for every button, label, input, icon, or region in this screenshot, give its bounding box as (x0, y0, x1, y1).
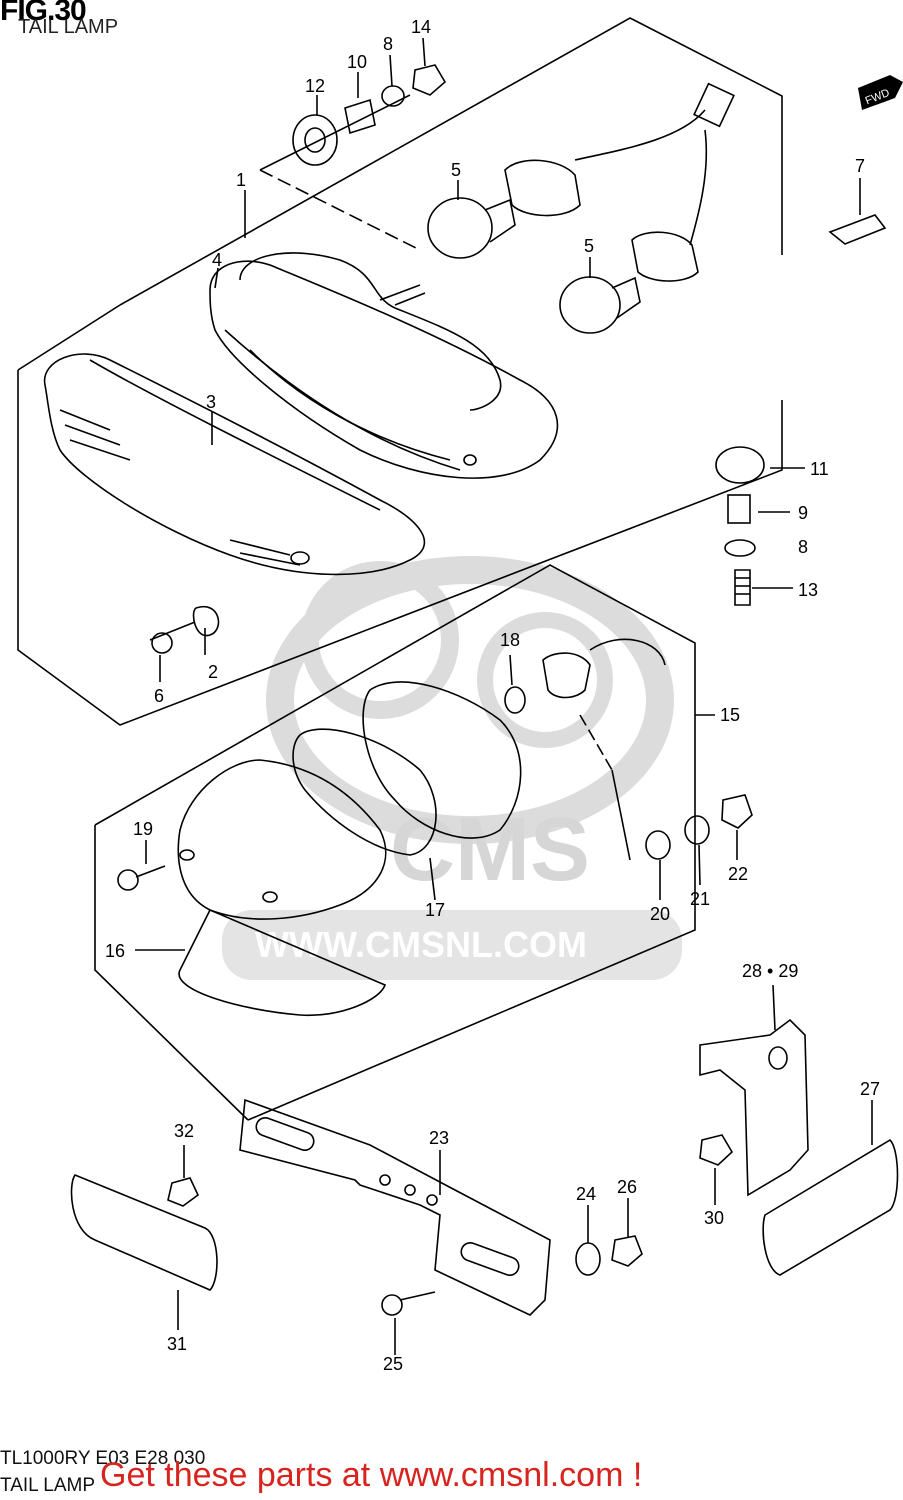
diagram-name: TAIL LAMP (0, 1475, 96, 1496)
callout-labels: 1 2 3 4 5 5 6 7 8 8 9 10 11 12 13 14 15 … (105, 17, 880, 1374)
fwd-arrow-badge: FWD (858, 75, 903, 110)
callout-8b: 8 (798, 537, 808, 557)
license-bracket (239, 1098, 551, 1316)
callout-7: 7 (855, 156, 865, 176)
callout-5b: 5 (584, 236, 594, 256)
lower-assembly-frame (94, 564, 696, 1121)
callout-17: 17 (425, 900, 445, 920)
figure-title: FIG.30 (0, 0, 87, 27)
license-lens (177, 759, 387, 920)
callout-9: 9 (798, 503, 808, 523)
upper-assembly-frame (119, 17, 783, 306)
callout-20: 20 (650, 904, 670, 924)
callout-8a: 8 (383, 34, 393, 54)
callout-26: 26 (617, 1177, 637, 1197)
callout-23: 23 (429, 1128, 449, 1148)
callout-1: 1 (236, 170, 246, 190)
bulb-lower (559, 276, 621, 334)
reflector-27 (762, 1138, 899, 1276)
callout-31: 31 (167, 1334, 187, 1354)
watermark: CMS WWW.CMSNL.COM (222, 556, 682, 980)
callout-14: 14 (411, 17, 431, 37)
reflector-31 (70, 1174, 218, 1291)
callout-2: 2 (208, 662, 218, 682)
callout-10: 10 (347, 52, 367, 72)
callout-25: 25 (383, 1354, 403, 1374)
callout-16: 16 (105, 941, 125, 961)
callout-32: 32 (174, 1121, 194, 1141)
callout-18: 18 (500, 630, 520, 650)
grommet-12 (292, 114, 338, 166)
callout-30: 30 (704, 1208, 724, 1228)
callout-27: 27 (860, 1079, 880, 1099)
figure-subtitle: TAIL LAMP (18, 16, 119, 38)
lens-outer (43, 353, 426, 576)
lamp-housing (209, 260, 559, 479)
watermark-logo: CMS (390, 800, 590, 900)
callout-11: 11 (810, 459, 829, 479)
callout-24: 24 (576, 1184, 596, 1204)
bulb-upper (427, 197, 493, 259)
callout-15: 15 (720, 705, 740, 725)
callout-28-29: 28 • 29 (742, 961, 798, 981)
callout-13: 13 (798, 580, 818, 600)
callout-4: 4 (212, 250, 222, 270)
callout-5a: 5 (451, 160, 461, 180)
callout-6: 6 (154, 686, 164, 706)
diagram-code: TL1000RY E03 E28 030 (0, 1448, 206, 1469)
callout-22: 22 (728, 864, 748, 884)
cta-link[interactable]: Get these parts at www.cmsnl.com ! (100, 1456, 643, 1494)
callout-3: 3 (206, 392, 216, 412)
callout-12: 12 (305, 76, 325, 96)
callout-21: 21 (690, 889, 710, 909)
callout-19: 19 (133, 819, 153, 839)
watermark-url: WWW.CMSNL.COM (255, 924, 587, 965)
